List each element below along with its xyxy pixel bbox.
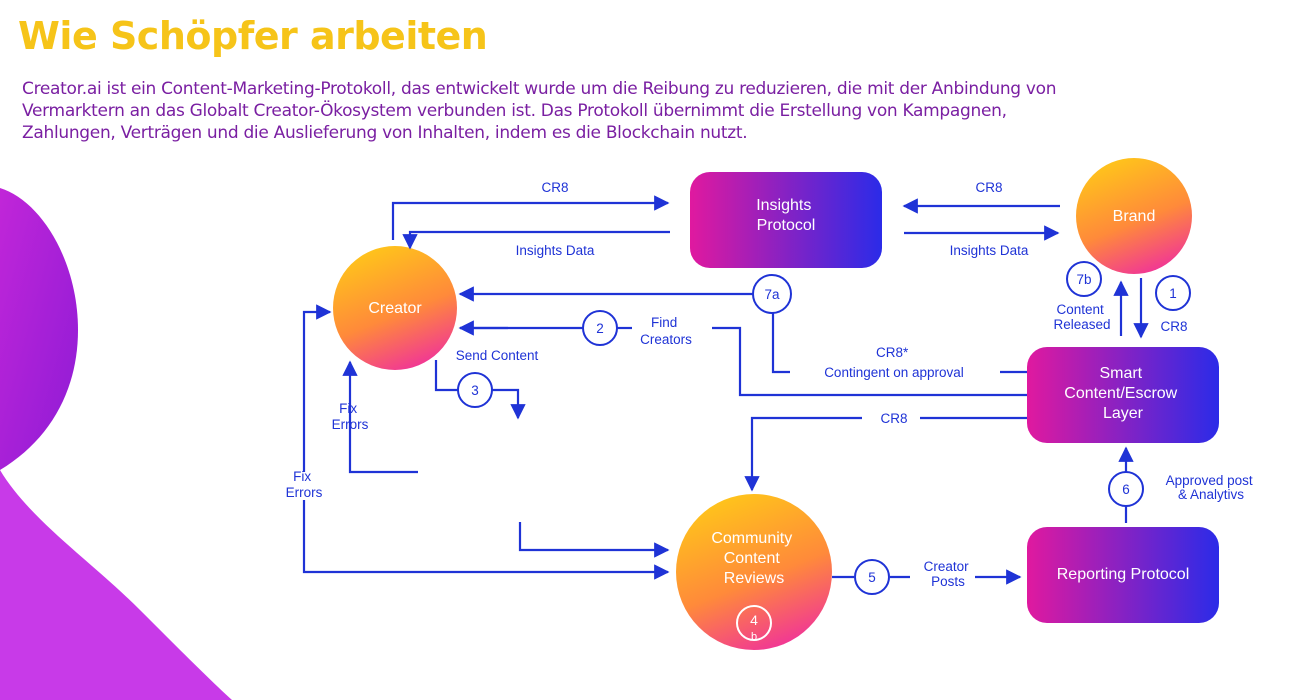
brand-node [1076, 158, 1192, 274]
community-content-reviews-node [676, 494, 832, 650]
arrow-fix-errors-outer-up [302, 304, 332, 472]
label-creator-posts: Creator Posts [924, 559, 973, 589]
step-6-marker [1108, 471, 1144, 507]
line-smart-to-find-creators [712, 326, 1027, 397]
label-cr8-top-right: CR8 [975, 180, 1002, 195]
label-fix-errors-outer: Fix Errors [286, 469, 323, 500]
smart-content-escrow-node [1027, 347, 1219, 443]
step-4-marker [736, 605, 772, 641]
insights-node-label-line1: Insights [756, 197, 811, 214]
arrow-send-content-step3 [434, 360, 458, 392]
blob-shape-upper [0, 188, 78, 470]
svg-text:Smart Content/Escrow L: Smart Content/Escrow Layer [1064, 365, 1181, 422]
arrow-smart-to-community-cr8 [752, 416, 1027, 490]
step-7b-label: 7b [1076, 272, 1091, 287]
insights-protocol-node [690, 172, 882, 268]
step-4b-label: b [751, 631, 757, 643]
step-6-label: 6 [1122, 482, 1130, 497]
step-1-label: 1 [1169, 286, 1177, 301]
label-cr8-mid: CR8 [880, 411, 907, 426]
reporting-node-label: Reporting Protocol [1057, 566, 1190, 583]
step-7a-label: 7a [764, 287, 780, 302]
brand-node-label: Brand [1113, 208, 1156, 225]
arrow-fix-errors-outer-down [302, 500, 670, 580]
community-node-label-line1: Community [711, 530, 792, 547]
smart-node-label-line2: Content/Escrow [1064, 385, 1177, 402]
label-approved-post: Approved post & Analytivs [1166, 473, 1257, 502]
step-3-marker [457, 372, 493, 408]
page-description: Creator.ai ist ein Content-Marketing-Pro… [22, 79, 1057, 143]
label-find-creators: Find Creators [640, 315, 692, 347]
label-insights-data-right: Insights Data [950, 243, 1029, 258]
creator-node-label: Creator [368, 300, 422, 317]
label-fix-errors-inner: Fix Errors [332, 401, 369, 432]
arrow-creator-to-insights-cr8 [391, 195, 670, 240]
step-5-label: 5 [868, 570, 876, 585]
step-7b-marker [1066, 261, 1102, 297]
community-node-label-line2: Content [724, 550, 781, 567]
page-title: Wie Schöpfer arbeiten [18, 14, 488, 58]
insights-node-label-line2: Protocol [757, 217, 816, 234]
creator-node [333, 246, 457, 370]
label-cr8-contingent: CR8* Contingent on approval [824, 345, 964, 380]
label-content-released: Content Released [1053, 302, 1110, 332]
step-3-label: 3 [471, 383, 479, 398]
label-cr8-top-left: CR8 [541, 180, 568, 195]
step-7a-marker [752, 274, 792, 314]
step-2-label: 2 [596, 321, 604, 336]
step-2-marker [582, 310, 618, 346]
step-4-label: 4 [750, 612, 758, 628]
connector-group [302, 195, 1149, 580]
label-send-content: Send Content [456, 348, 539, 363]
arrow-fix-errors-inner [342, 360, 418, 474]
step-5-marker [854, 559, 890, 595]
label-cr8-brand: CR8 [1160, 319, 1187, 334]
arrow-insights-to-creator-data [402, 230, 670, 250]
arrow-to-community-upper [518, 522, 670, 558]
step-1-marker [1155, 275, 1191, 311]
arrow-step3-down [492, 388, 526, 420]
svg-text:Insights Protocol: Insights Protocol [756, 197, 816, 234]
blob-shape-lower [0, 470, 232, 700]
svg-text:Community Content Revi: Community Content Reviews [711, 530, 796, 587]
smart-node-label-line1: Smart [1099, 365, 1142, 382]
community-node-label-line3: Reviews [724, 570, 784, 587]
reporting-protocol-node [1027, 527, 1219, 623]
smart-node-label-line3: Layer [1103, 405, 1144, 422]
line-contingent-to-7a [771, 312, 790, 374]
label-insights-data-left: Insights Data [516, 243, 595, 258]
